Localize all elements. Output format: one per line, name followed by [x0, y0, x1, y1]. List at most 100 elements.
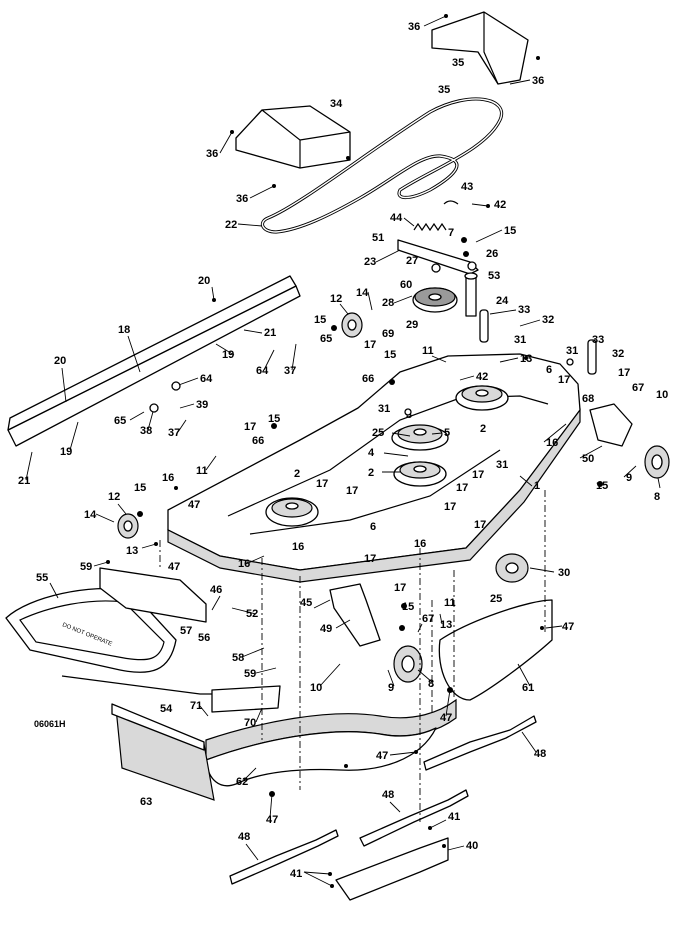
drawing-number: 06061H: [34, 719, 66, 729]
chute-guard-63: [111, 703, 215, 801]
callout-65: 65: [320, 333, 332, 345]
anti-scalp-roller-12-top: [341, 312, 363, 338]
callout-36: 36: [408, 21, 420, 33]
callout-21: 21: [18, 475, 30, 487]
callout-64: 64: [256, 365, 269, 377]
callout-35: 35: [438, 84, 450, 96]
callout-47: 47: [562, 621, 574, 633]
callout-53: 53: [488, 270, 500, 282]
front-baffle-19: [7, 275, 301, 447]
callout-11: 11: [196, 465, 208, 477]
callout-32: 32: [542, 314, 554, 326]
callout-8: 8: [654, 491, 660, 503]
callout-37: 37: [284, 365, 296, 377]
callout-13: 13: [440, 619, 452, 631]
callout-33: 33: [518, 304, 530, 316]
callout-33: 33: [592, 334, 604, 346]
blade-48-center: [359, 789, 469, 847]
callout-20: 20: [54, 355, 66, 367]
callout-15: 15: [134, 482, 146, 494]
callout-15: 15: [268, 413, 280, 425]
callout-19: 19: [222, 349, 234, 361]
callout-17: 17: [364, 553, 376, 565]
callout-63: 63: [140, 796, 152, 808]
callout-5: 5: [444, 427, 450, 439]
spindle-pulley-5: [391, 424, 449, 451]
callout-31: 31: [566, 345, 578, 357]
callout-17: 17: [618, 367, 630, 379]
callout-65: 65: [114, 415, 126, 427]
callout-57: 57: [180, 625, 192, 637]
callout-10: 10: [310, 682, 322, 694]
callout-15: 15: [314, 314, 326, 326]
chain-33-left: [587, 339, 597, 375]
callout-27: 27: [406, 255, 418, 267]
callout-8: 8: [428, 678, 434, 690]
callout-29: 29: [406, 319, 418, 331]
spindle-pulley-2-center: [393, 461, 447, 487]
callout-38: 38: [140, 425, 152, 437]
callout-2: 2: [480, 423, 486, 435]
callout-64: 64: [200, 373, 213, 385]
callout-71: 71: [190, 700, 202, 712]
callout-45: 45: [300, 597, 312, 609]
callout-6: 6: [546, 364, 552, 376]
callout-2: 2: [294, 468, 300, 480]
callout-17: 17: [394, 582, 406, 594]
callout-18: 18: [118, 324, 130, 336]
idler-arm-23: [397, 239, 479, 275]
blade-shield-40: [335, 837, 449, 901]
callout-59: 59: [244, 668, 256, 680]
callout-17: 17: [456, 482, 468, 494]
callout-47: 47: [440, 712, 452, 724]
callout-36: 36: [206, 148, 218, 160]
callout-60: 60: [400, 279, 412, 291]
callout-32: 32: [612, 348, 624, 360]
callout-36: 36: [532, 75, 544, 87]
callout-4: 4: [368, 447, 375, 459]
callout-25: 25: [372, 427, 384, 439]
callout-59: 59: [80, 561, 92, 573]
callout-61: 61: [522, 682, 534, 694]
callout-48: 48: [534, 748, 546, 760]
callout-56: 56: [198, 632, 210, 644]
anti-scalp-roller-12-left: [117, 513, 139, 539]
leader-lines: [25, 15, 661, 887]
spindle-pulley-2-right: [455, 385, 509, 411]
idler-pivot-24: [464, 272, 478, 317]
idler-spring-44: [413, 200, 459, 232]
idler-pulley-28: [412, 287, 458, 313]
callout-47: 47: [266, 814, 278, 826]
blade-48-right: [423, 715, 537, 771]
callout-7: 7: [448, 227, 454, 239]
drive-belt-22: [260, 97, 504, 234]
callout-66: 66: [252, 435, 264, 447]
callout-17: 17: [472, 469, 484, 481]
callout-50: 50: [582, 453, 594, 465]
callout-47: 47: [376, 750, 388, 762]
belt-cover-35: [431, 11, 529, 85]
callout-25: 25: [490, 593, 502, 605]
callout-16: 16: [292, 541, 304, 553]
callout-48: 48: [238, 831, 250, 843]
callout-16: 16: [414, 538, 426, 550]
callout-39: 39: [196, 399, 208, 411]
callout-14: 14: [356, 287, 369, 299]
callout-15: 15: [384, 349, 396, 361]
callout-12: 12: [108, 491, 120, 503]
callout-46: 46: [210, 584, 222, 596]
callout-28: 28: [382, 297, 394, 309]
callout-30: 30: [558, 567, 570, 579]
callout-13: 13: [126, 545, 138, 557]
callout-21: 21: [264, 327, 276, 339]
callout-34: 34: [330, 98, 343, 110]
callout-17: 17: [444, 501, 456, 513]
callout-31: 31: [378, 403, 390, 415]
callout-51: 51: [372, 232, 384, 244]
callout-55: 55: [36, 572, 48, 584]
callout-6: 6: [370, 521, 376, 533]
callout-16: 16: [162, 472, 174, 484]
callout-58: 58: [232, 652, 244, 664]
callout-20: 20: [198, 275, 210, 287]
